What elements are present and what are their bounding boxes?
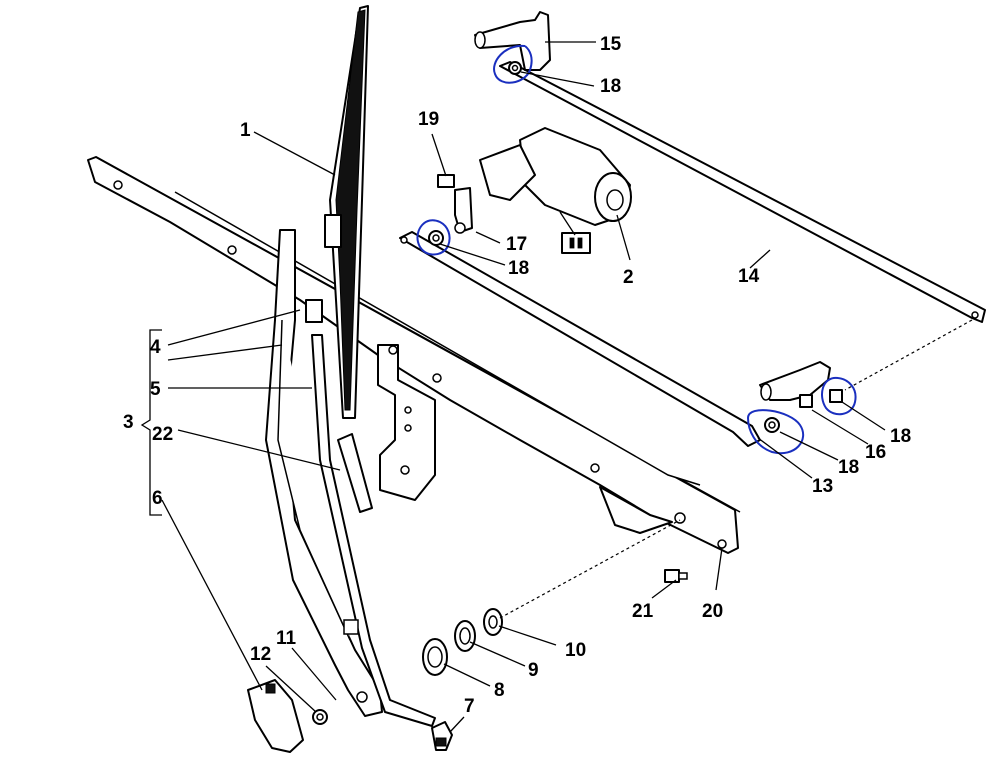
label-part-2: 2	[623, 267, 634, 288]
label-part-21: 21	[632, 601, 654, 622]
washer-11	[312, 709, 328, 725]
label-part-8: 8	[494, 680, 505, 701]
label-part-5: 5	[150, 379, 161, 400]
highlight-marks	[416, 44, 857, 455]
label-part-20: 20	[702, 601, 723, 622]
highlight-lower-nut	[747, 409, 805, 455]
linkage-rod-14	[499, 61, 986, 323]
rod-connection-line	[844, 319, 973, 391]
spindle-axis-line	[499, 519, 681, 619]
label-part-19: 19	[418, 109, 439, 130]
highlight-motor-nut	[416, 219, 451, 256]
wiper-motor	[479, 127, 632, 254]
pivot-housing-15	[474, 11, 551, 71]
label-part-15: 15	[600, 34, 622, 55]
pivot-housing-16	[759, 361, 831, 408]
nut-7	[431, 721, 453, 751]
label-part-10: 10	[565, 640, 586, 661]
nut-18-lower	[764, 417, 780, 433]
label-part-14: 14	[738, 266, 760, 287]
label-part-11: 11	[276, 628, 297, 649]
label-part-13: 13	[812, 476, 833, 497]
linkage-rod-13	[399, 231, 761, 447]
bolt-21	[664, 569, 688, 583]
label-part-4: 4	[150, 337, 161, 358]
label-part-9: 9	[528, 660, 539, 681]
wiper-arm	[265, 229, 436, 727]
spindle-nut-8	[422, 638, 448, 676]
bolt-19	[437, 174, 455, 188]
highlight-right-nut	[821, 376, 857, 416]
nut-18-top	[508, 61, 522, 75]
highlight-top-nut	[493, 44, 533, 84]
nut-18-motor	[428, 230, 444, 246]
label-part-12: 12	[250, 644, 271, 665]
blade-insert	[337, 433, 373, 513]
label-part-1: 1	[240, 120, 251, 141]
nut-18-right	[829, 389, 843, 403]
label-part-22: 22	[152, 424, 173, 445]
arm-cap	[247, 679, 304, 753]
label-part-16: 16	[865, 442, 886, 463]
label-part-18-top: 18	[600, 76, 621, 97]
leader-lines	[140, 41, 886, 733]
label-part-18-right: 18	[890, 426, 911, 447]
crank-arm-17	[454, 187, 473, 234]
label-part-7: 7	[464, 696, 475, 717]
washer-10	[483, 608, 503, 636]
label-part-18-lower: 18	[838, 457, 859, 478]
label-part-17: 17	[506, 234, 527, 255]
washer-9	[454, 620, 476, 652]
part-labels: 1 2 3 4 5 6 7 8 9 10 11 12 13 14 15 16 1…	[123, 34, 911, 717]
label-part-18-motor: 18	[508, 258, 529, 279]
label-part-3: 3	[123, 412, 134, 433]
label-part-6: 6	[152, 488, 163, 509]
mounting-bracket	[87, 156, 741, 554]
wiper-blade	[324, 5, 369, 419]
